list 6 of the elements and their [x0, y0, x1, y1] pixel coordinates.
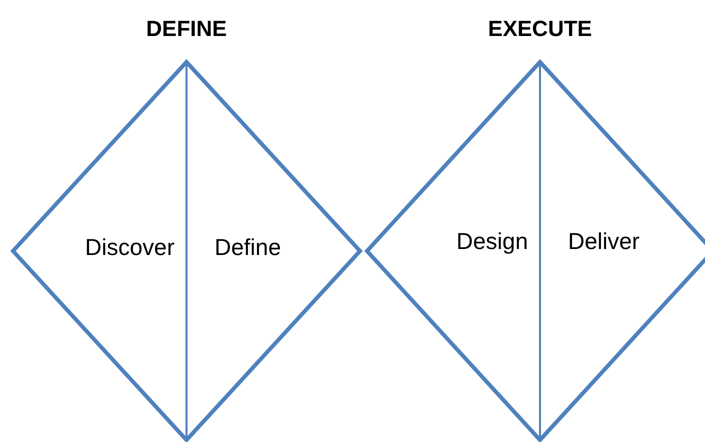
- phase-label: Discover: [85, 234, 174, 260]
- phase-label: Design: [456, 228, 528, 254]
- diamond-heading: DEFINE: [145, 16, 228, 42]
- diamond-heading: EXECUTE: [487, 16, 593, 42]
- phase-label: Define: [214, 234, 281, 260]
- phase-label: Deliver: [568, 228, 640, 254]
